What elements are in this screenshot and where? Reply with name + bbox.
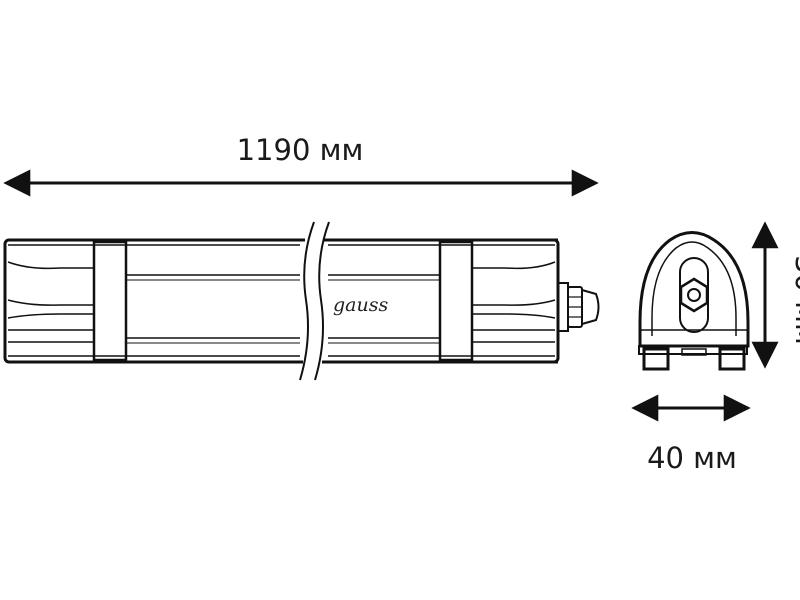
- break-marks: [126, 221, 558, 382]
- height-dimension: 30 мм: [751, 221, 800, 369]
- brand-logo-text: gauss: [333, 294, 388, 316]
- right-mounting-clamp: [438, 240, 474, 362]
- length-dimension: 1190 мм: [3, 133, 599, 197]
- hex-nut: [679, 277, 709, 313]
- length-label: 1190 мм: [237, 133, 364, 167]
- luminaire-body: [3, 238, 560, 364]
- left-mounting-clamp: [92, 240, 128, 362]
- mounting-bracket: [638, 345, 748, 371]
- right-end-cap: [472, 261, 556, 343]
- end-profile-outline: [638, 231, 750, 348]
- luminaire-side-view: gauss: [3, 221, 600, 382]
- cable-gland: [557, 282, 600, 332]
- width-dimension: 40 мм: [631, 394, 751, 475]
- height-label: 30 мм: [789, 255, 800, 345]
- left-end-cap: [7, 261, 94, 343]
- diffuser-section: [126, 274, 440, 344]
- luminaire-end-view: [638, 231, 750, 371]
- width-label: 40 мм: [647, 441, 737, 475]
